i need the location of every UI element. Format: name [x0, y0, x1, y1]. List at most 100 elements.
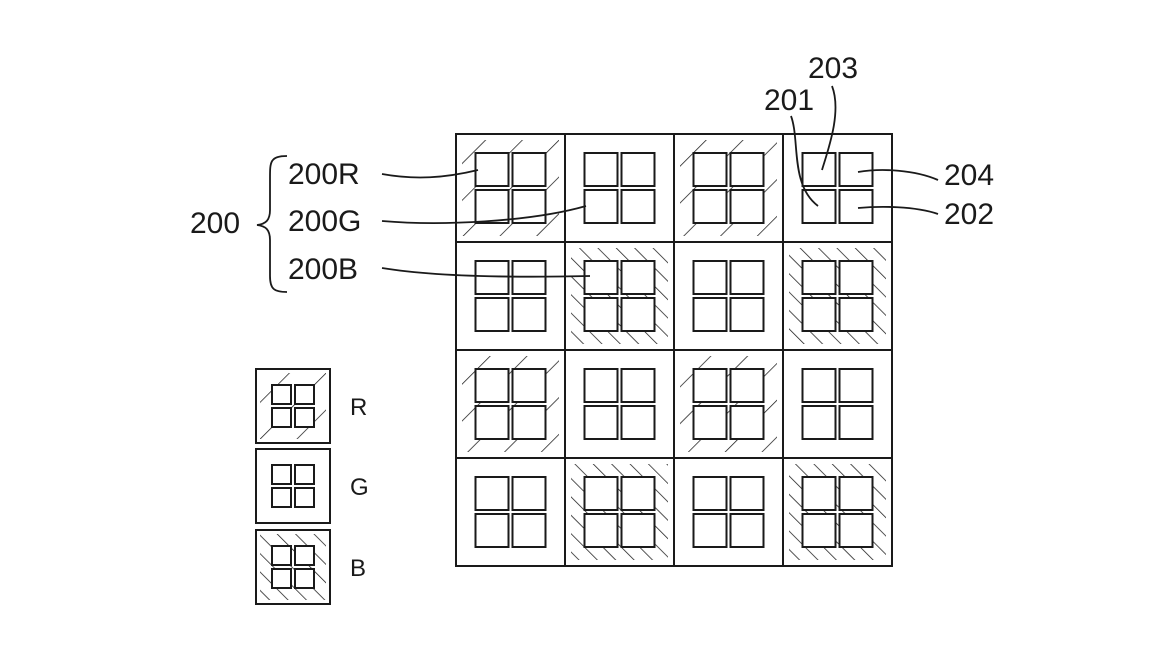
pixel-cell-r — [673, 349, 784, 459]
subpixel — [838, 405, 874, 440]
subpixel — [801, 152, 837, 187]
leader-line-200b — [381, 267, 591, 278]
subpixel — [620, 405, 656, 440]
label-200b: 200B — [288, 253, 358, 286]
subpixel — [294, 568, 315, 589]
subpixel — [692, 405, 728, 440]
legend-swatch-r — [255, 368, 331, 444]
leader-line-200g — [381, 205, 587, 224]
pixel-cell-r — [455, 349, 566, 459]
subpixel — [838, 513, 874, 548]
pixel-cell-g — [564, 349, 675, 459]
subpixel — [511, 152, 547, 187]
subpixel — [838, 476, 874, 511]
subpixel — [511, 476, 547, 511]
subpixel — [801, 476, 837, 511]
cell-border — [255, 448, 331, 524]
subpixel — [294, 487, 315, 508]
subpixel — [692, 260, 728, 295]
leader-line-201 — [790, 115, 819, 207]
subpixel — [474, 513, 510, 548]
pixel-cell-r — [673, 133, 784, 243]
subpixel — [583, 476, 619, 511]
legend-label-g: G — [350, 474, 369, 501]
pixel-cell-b — [564, 457, 675, 567]
subpixel — [474, 152, 510, 187]
subpixel — [511, 368, 547, 403]
label-203: 203 — [808, 52, 858, 85]
subpixel — [511, 297, 547, 332]
label-200r: 200R — [288, 158, 360, 191]
subpixel — [583, 189, 619, 224]
pixel-cell-g — [564, 133, 675, 243]
subpixel — [620, 368, 656, 403]
subpixel — [729, 368, 765, 403]
leader-lines — [381, 85, 939, 278]
subpixel — [620, 476, 656, 511]
subpixel — [271, 545, 292, 566]
subpixel — [838, 297, 874, 332]
legend-swatch-g — [255, 448, 331, 524]
subpixel — [474, 476, 510, 511]
subpixel — [692, 152, 728, 187]
subpixel — [729, 513, 765, 548]
subpixel — [729, 152, 765, 187]
subpixel — [583, 368, 619, 403]
subpixel — [511, 513, 547, 548]
subpixel — [620, 297, 656, 332]
label-200g: 200G — [288, 205, 361, 238]
subpixel — [583, 405, 619, 440]
subpixel — [294, 545, 315, 566]
subpixel — [801, 405, 837, 440]
subpixel — [838, 260, 874, 295]
subpixel — [620, 513, 656, 548]
pixel-cell-g — [455, 457, 566, 567]
subpixel — [474, 405, 510, 440]
group-brace — [256, 155, 288, 293]
subpixel — [474, 297, 510, 332]
subpixel — [620, 189, 656, 224]
cell-border — [782, 457, 893, 567]
subpixel — [729, 297, 765, 332]
leader-line-200r — [381, 169, 479, 179]
subpixel — [692, 297, 728, 332]
subpixel — [294, 407, 315, 428]
subpixel — [838, 152, 874, 187]
labels: 200 200R 200G 200B 201 203 204 202 — [190, 52, 994, 286]
color-filter-b — [260, 534, 326, 600]
subpixel — [474, 260, 510, 295]
pixel-cell-r — [455, 133, 566, 243]
subpixel — [271, 384, 292, 405]
pixel-cell-b — [782, 241, 893, 351]
cell-border — [255, 368, 331, 444]
leader-line-202 — [857, 206, 939, 215]
subpixel — [583, 513, 619, 548]
subpixel — [620, 260, 656, 295]
subpixel — [729, 260, 765, 295]
color-filter-r — [260, 373, 326, 439]
subpixel — [729, 189, 765, 224]
subpixel — [271, 568, 292, 589]
legend-label-r: R — [350, 394, 367, 421]
pixel-cell-g — [673, 457, 784, 567]
legend: R G B — [255, 368, 369, 605]
subpixel — [511, 405, 547, 440]
pixel-cell-g — [782, 133, 893, 243]
pixel-cell-b — [782, 457, 893, 567]
leader-line-204 — [857, 169, 939, 181]
label-204: 204 — [944, 159, 994, 192]
subpixel — [271, 407, 292, 428]
subpixel — [801, 297, 837, 332]
pixel-cell-g — [782, 349, 893, 459]
subpixel — [692, 368, 728, 403]
label-200: 200 — [190, 207, 240, 240]
subpixel — [474, 368, 510, 403]
legend-label-b: B — [350, 555, 366, 582]
pixel-cell-b — [564, 241, 675, 351]
subpixel — [838, 368, 874, 403]
subpixel — [729, 476, 765, 511]
pixel-cell-g — [455, 241, 566, 351]
subpixel — [729, 405, 765, 440]
pixel-cell-g — [673, 241, 784, 351]
